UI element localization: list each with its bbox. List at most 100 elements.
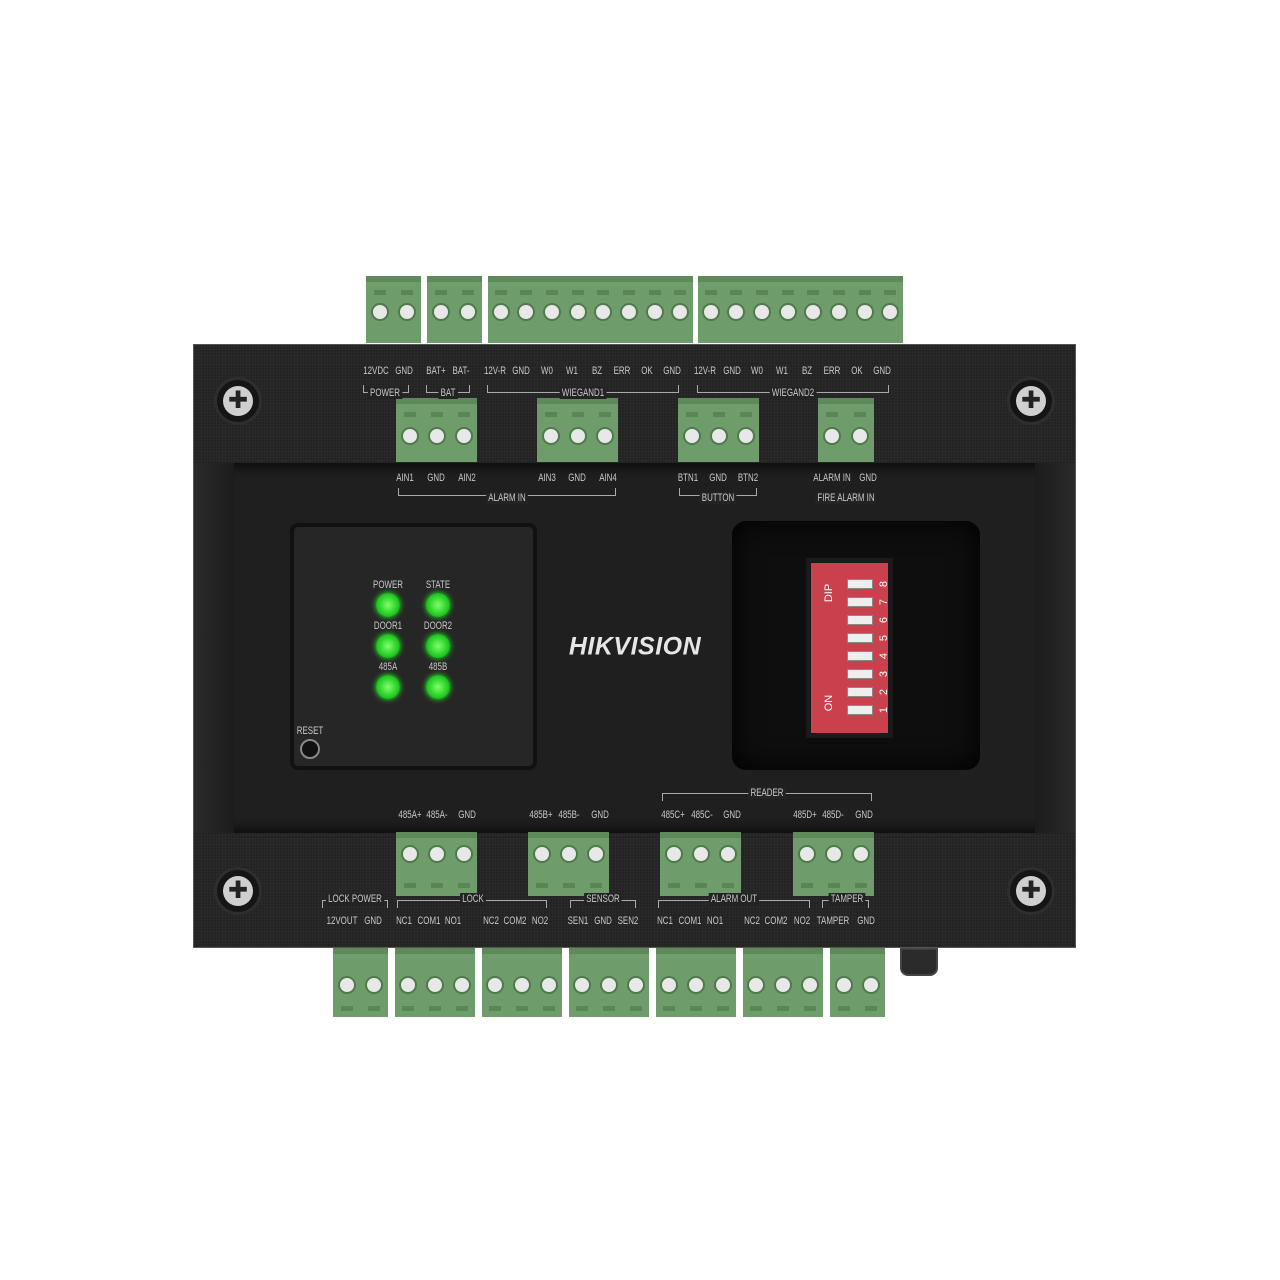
terminal-screw[interactable]: [691, 845, 710, 863]
terminal-screw[interactable]: [491, 303, 510, 322]
terminal-block[interactable]: [396, 832, 477, 896]
terminal-screw[interactable]: [452, 976, 471, 995]
pin-label: GND: [873, 365, 891, 377]
terminal-block[interactable]: [818, 398, 874, 462]
group-label: LOCK: [460, 893, 486, 905]
terminal-screw[interactable]: [709, 427, 728, 445]
terminal-screw[interactable]: [426, 976, 444, 995]
terminal-screw[interactable]: [823, 427, 841, 445]
terminal-screw[interactable]: [543, 303, 562, 322]
terminal-screw[interactable]: [713, 976, 732, 995]
terminal-screw[interactable]: [774, 976, 792, 995]
terminal-screw[interactable]: [778, 303, 797, 322]
terminal-screw[interactable]: [517, 303, 536, 322]
terminal-screw[interactable]: [427, 427, 446, 445]
terminal-screw[interactable]: [701, 303, 720, 322]
terminal-block[interactable]: [537, 398, 618, 462]
terminal-slot: [826, 411, 838, 417]
terminal-block[interactable]: [528, 832, 609, 896]
dip-switch-lever[interactable]: [847, 615, 873, 625]
terminal-screw[interactable]: [513, 976, 531, 995]
terminal-block[interactable]: [482, 948, 562, 1017]
dip-switch-lever[interactable]: [847, 669, 873, 679]
pin-label: COM1: [678, 915, 702, 927]
terminal-screw[interactable]: [834, 976, 853, 995]
terminal-screw[interactable]: [400, 427, 419, 445]
terminal-screw[interactable]: [568, 303, 587, 322]
terminal-block[interactable]: [366, 276, 421, 343]
terminal-screw[interactable]: [586, 845, 605, 863]
pin-label: AIN2: [458, 472, 476, 484]
terminal-screw[interactable]: [459, 303, 478, 322]
terminal-block[interactable]: [660, 832, 741, 896]
terminal-screw[interactable]: [851, 427, 869, 445]
terminal-screw[interactable]: [568, 427, 587, 445]
terminal-block[interactable]: [698, 276, 903, 343]
terminal-screw[interactable]: [454, 427, 473, 445]
terminal-block[interactable]: [333, 948, 388, 1017]
terminal-block[interactable]: [395, 948, 475, 1017]
terminal-screw[interactable]: [747, 976, 766, 995]
dip-switch-lever[interactable]: [847, 687, 873, 697]
terminal-screw[interactable]: [718, 845, 737, 863]
terminal-screw[interactable]: [664, 845, 683, 863]
terminal-screw[interactable]: [619, 303, 638, 322]
terminal-slot: [807, 290, 820, 296]
terminal-screw[interactable]: [541, 427, 560, 445]
terminal-block[interactable]: [743, 948, 823, 1017]
terminal-screw[interactable]: [594, 303, 613, 322]
terminal-screw[interactable]: [862, 976, 881, 995]
terminal-block[interactable]: [488, 276, 693, 343]
terminal-screw[interactable]: [645, 303, 664, 322]
terminal-screw[interactable]: [804, 303, 823, 322]
dip-switch-lever[interactable]: [847, 705, 873, 715]
terminal-screw[interactable]: [881, 303, 900, 322]
terminal-screw[interactable]: [727, 303, 746, 322]
dip-switch-lever[interactable]: [847, 651, 873, 661]
reset-button[interactable]: [300, 739, 320, 759]
terminal-screw[interactable]: [337, 976, 356, 995]
terminal-screw[interactable]: [559, 845, 578, 863]
terminal-screw[interactable]: [626, 976, 645, 995]
terminal-block[interactable]: [830, 948, 885, 1017]
terminal-screw[interactable]: [427, 845, 446, 863]
terminal-slot: [403, 882, 416, 888]
terminal-screw[interactable]: [486, 976, 505, 995]
terminal-screw[interactable]: [454, 845, 473, 863]
terminal-screw[interactable]: [600, 976, 618, 995]
terminal-block[interactable]: [656, 948, 736, 1017]
terminal-screw[interactable]: [851, 845, 870, 863]
dip-number: 1: [878, 706, 890, 714]
dip-switch-lever[interactable]: [847, 579, 873, 589]
terminal-screw[interactable]: [573, 976, 592, 995]
terminal-block[interactable]: [427, 276, 482, 343]
terminal-screw[interactable]: [365, 976, 384, 995]
terminal-screw[interactable]: [682, 427, 701, 445]
terminal-screw[interactable]: [855, 303, 874, 322]
terminal-block[interactable]: [396, 398, 477, 462]
terminal-screw[interactable]: [370, 303, 389, 322]
terminal-screw[interactable]: [753, 303, 772, 322]
terminal-screw[interactable]: [532, 845, 551, 863]
terminal-screw[interactable]: [797, 845, 816, 863]
terminal-screw[interactable]: [400, 845, 419, 863]
terminal-screw[interactable]: [431, 303, 450, 322]
terminal-screw[interactable]: [800, 976, 819, 995]
terminal-screw[interactable]: [829, 303, 848, 322]
terminal-screw[interactable]: [736, 427, 755, 445]
terminal-block[interactable]: [793, 832, 874, 896]
terminal-screw[interactable]: [595, 427, 614, 445]
terminal-screw[interactable]: [687, 976, 705, 995]
pin-label: GND: [855, 809, 873, 821]
dip-number: 7: [878, 598, 890, 606]
terminal-screw[interactable]: [671, 303, 690, 322]
dip-switch-lever[interactable]: [847, 633, 873, 643]
terminal-screw[interactable]: [539, 976, 558, 995]
terminal-block[interactable]: [569, 948, 649, 1017]
terminal-screw[interactable]: [399, 976, 418, 995]
terminal-screw[interactable]: [660, 976, 679, 995]
terminal-block[interactable]: [678, 398, 759, 462]
terminal-screw[interactable]: [824, 845, 843, 863]
terminal-screw[interactable]: [398, 303, 417, 322]
dip-switch-lever[interactable]: [847, 597, 873, 607]
